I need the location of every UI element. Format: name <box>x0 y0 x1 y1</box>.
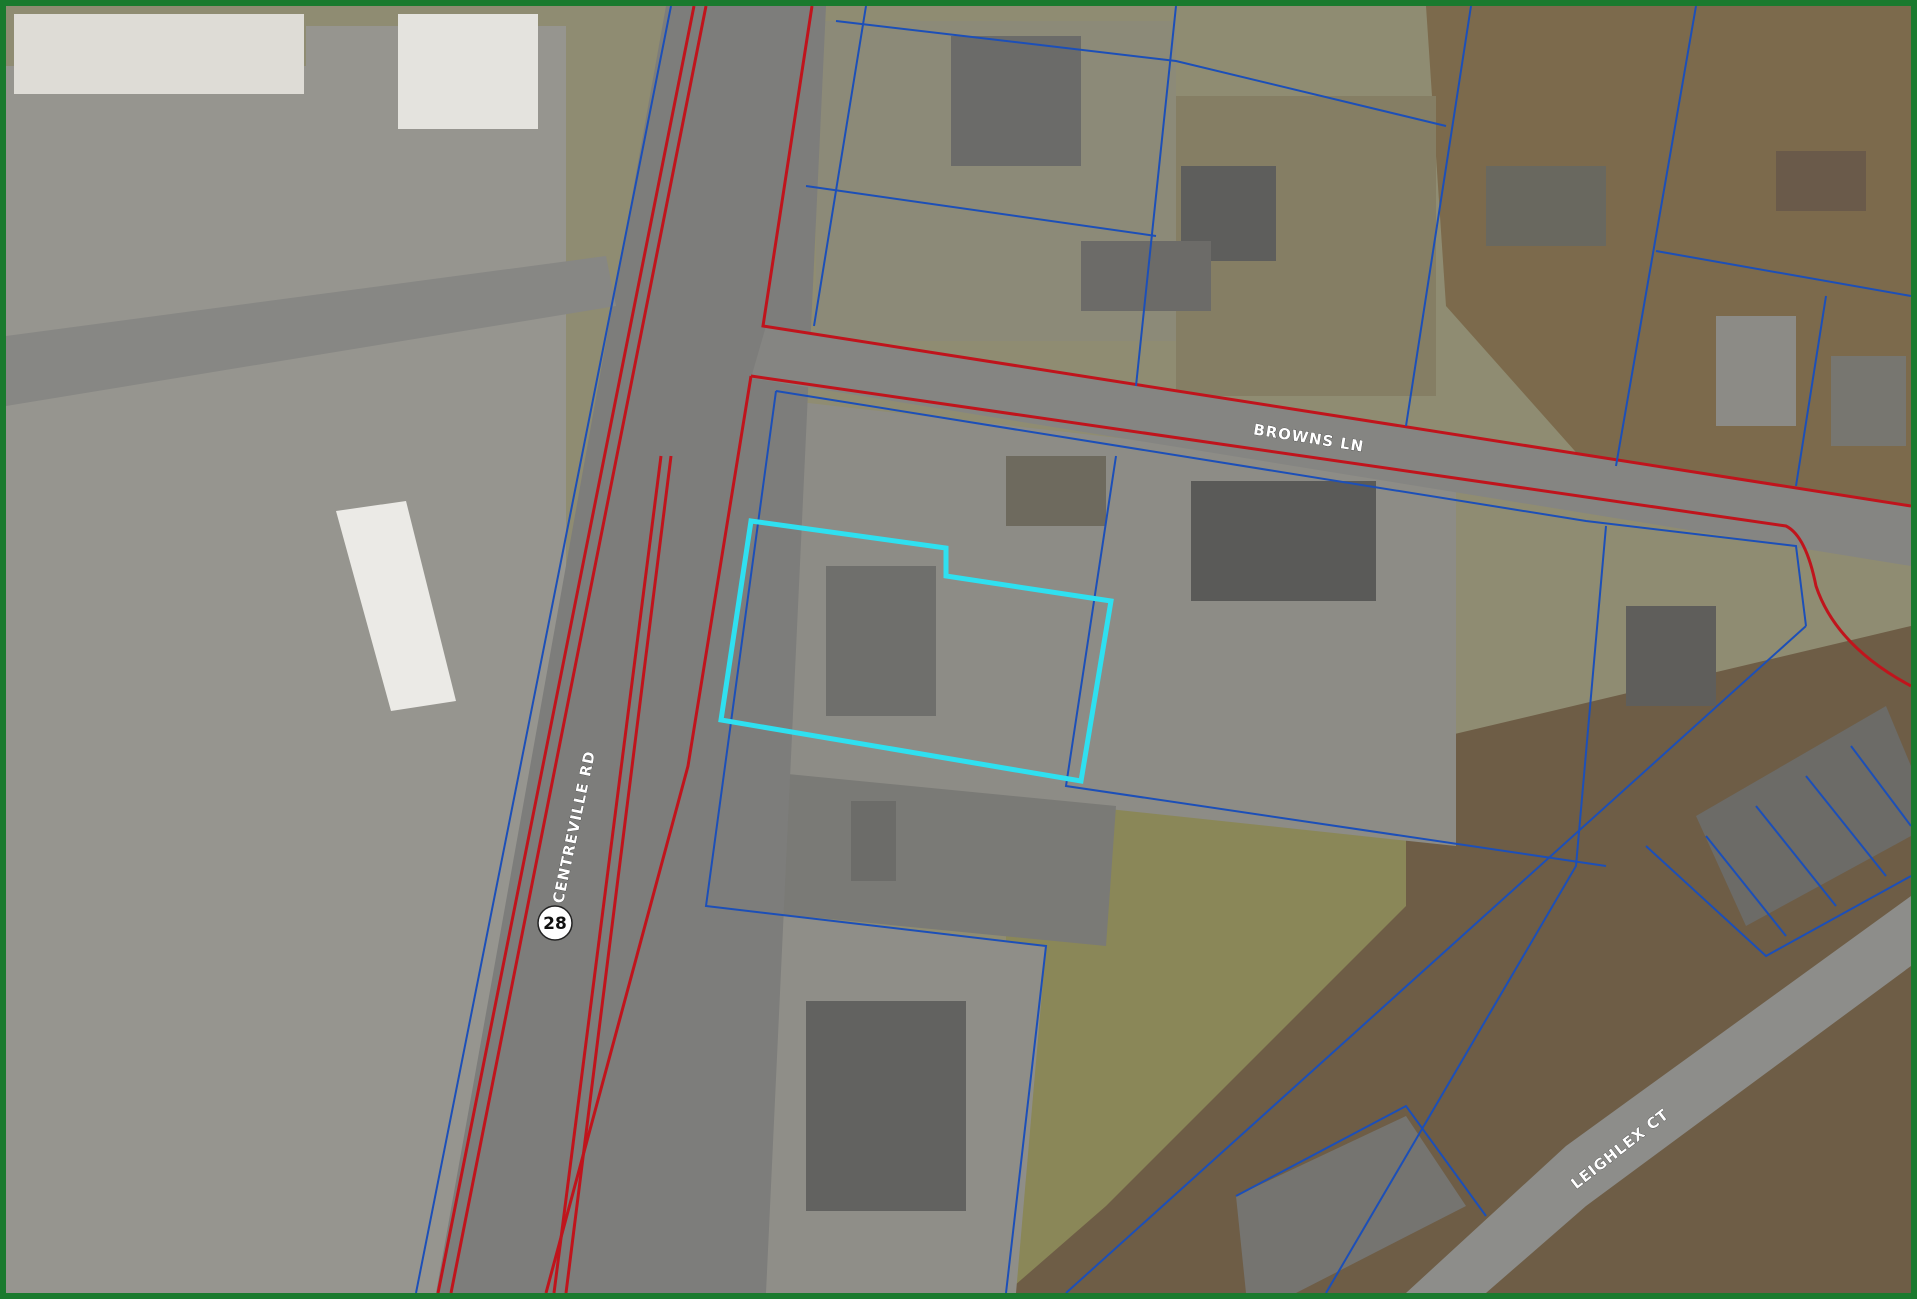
building-drive-thru <box>336 501 456 711</box>
south-parking-lot <box>696 766 1116 946</box>
right-of-way-lines <box>436 6 1911 1293</box>
building-east <box>1626 606 1716 706</box>
centreville-rd-surface[interactable] <box>436 6 826 1293</box>
building-northeast-2 <box>1831 356 1906 446</box>
building-north-1 <box>951 36 1081 166</box>
leighlex-ct-surface[interactable] <box>1406 896 1911 1293</box>
building-subject <box>826 566 936 716</box>
route-shield-label: 28 <box>543 914 567 934</box>
access-road-west <box>6 256 616 406</box>
subject-parcel-outline[interactable] <box>718 518 1114 784</box>
townhomes-south <box>1236 1116 1466 1293</box>
building-northwest-1 <box>14 14 304 94</box>
building-browns-2 <box>1191 481 1376 601</box>
parcel-lines <box>415 6 1911 1293</box>
aerial-map[interactable]: CENTREVILLE RD BROWNS LN LEIGHLEX CT 28 <box>6 6 1911 1293</box>
route-shield: 28 <box>537 905 573 941</box>
building-northeast-3 <box>1776 151 1866 211</box>
building-small-south <box>851 801 896 881</box>
townhomes-east <box>1696 706 1911 926</box>
building-northwest-2 <box>398 14 538 129</box>
building-south-large <box>806 1001 966 1211</box>
building-northeast-1 <box>1716 316 1796 426</box>
building-north-4 <box>1486 166 1606 246</box>
building-browns-1 <box>1006 456 1106 526</box>
browns-ln-surface[interactable] <box>751 326 1911 566</box>
route-shield-circle <box>537 905 573 941</box>
